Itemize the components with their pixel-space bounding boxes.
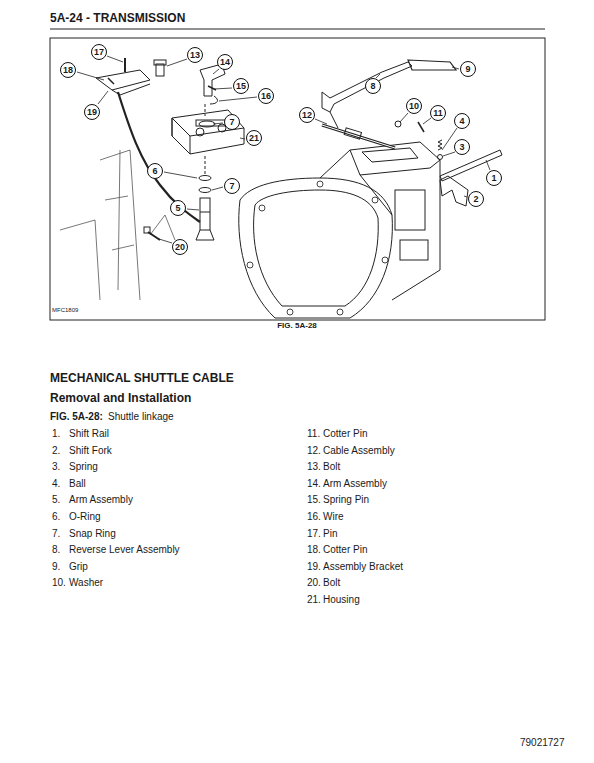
part-number: 7. xyxy=(52,528,60,539)
transmission-case xyxy=(239,142,440,318)
header-rule xyxy=(50,28,545,29)
part-number: 14. xyxy=(307,478,321,489)
callout-number: 7 xyxy=(224,178,240,194)
upper-arm xyxy=(154,60,225,104)
callout-number: 7 xyxy=(224,114,240,130)
part-name: Wire xyxy=(323,511,344,522)
part-number: 9. xyxy=(52,561,60,572)
callout-number: 10 xyxy=(406,98,422,114)
part-number: 21. xyxy=(307,594,321,605)
callout-number: 5 xyxy=(170,200,186,216)
lower-arm xyxy=(196,104,214,240)
section-heading: MECHANICAL SHUTTLE CABLE xyxy=(50,371,234,385)
part-name: Cotter Pin xyxy=(323,544,367,555)
part-number: 12. xyxy=(307,445,321,456)
callout-number: 8 xyxy=(365,78,381,94)
shift-rail-fork xyxy=(438,140,503,206)
callout-number: 18 xyxy=(60,62,76,78)
part-number: 3. xyxy=(52,461,60,472)
part-name: Washer xyxy=(69,577,103,588)
page-header: 5A-24 - TRANSMISSION xyxy=(50,11,185,25)
reverse-lever xyxy=(322,60,456,128)
part-number: 2. xyxy=(52,445,60,456)
part-number: 11. xyxy=(307,428,320,439)
part-name: Arm Assembly xyxy=(323,478,387,489)
part-number: 4. xyxy=(52,478,60,489)
frame-sketch xyxy=(60,150,175,300)
callout-number: 12 xyxy=(299,107,315,123)
figure-frame xyxy=(50,38,545,320)
part-name: Housing xyxy=(323,594,360,605)
callout-number: 15 xyxy=(233,78,249,94)
callout-number: 9 xyxy=(460,61,476,77)
part-name: Reverse Lever Assembly xyxy=(69,544,180,555)
part-number: 6. xyxy=(52,511,60,522)
callout-number: 6 xyxy=(147,163,163,179)
assembly-bracket xyxy=(96,58,150,95)
part-name: Shift Rail xyxy=(69,428,109,439)
part-name: Cotter Pin xyxy=(323,428,367,439)
part-number: 15. xyxy=(307,494,321,505)
part-number: 20. xyxy=(307,577,321,588)
part-number: 18. xyxy=(307,544,321,555)
part-name: Grip xyxy=(69,561,88,572)
part-number: 8. xyxy=(52,544,60,555)
callout-number: 17 xyxy=(91,44,107,60)
page-number: 79021727 xyxy=(520,737,565,748)
part-name: Bolt xyxy=(323,461,340,472)
sub-heading: Removal and Installation xyxy=(50,391,191,405)
callout-number: 21 xyxy=(246,130,262,146)
part-number: 1. xyxy=(52,428,60,439)
part-name: Pin xyxy=(323,528,337,539)
callout-number: 13 xyxy=(187,47,203,63)
shift-housing xyxy=(172,110,244,154)
part-number: 5. xyxy=(52,494,60,505)
callout-number: 2 xyxy=(468,191,484,207)
part-number: 16. xyxy=(307,511,321,522)
callout-number: 14 xyxy=(217,54,233,70)
bolt xyxy=(144,227,160,240)
callout-number: 20 xyxy=(172,239,188,255)
shuttle-cable xyxy=(118,92,200,222)
callout-number: 4 xyxy=(454,113,470,129)
figure-code: MFC1809 xyxy=(52,307,78,313)
callout-number: 19 xyxy=(84,104,100,120)
callout-number: 11 xyxy=(430,105,446,121)
part-name: Spring xyxy=(69,461,98,472)
part-name: Shift Fork xyxy=(69,445,112,456)
figure-number: FIG. 5A-28 xyxy=(277,321,317,330)
part-number: 19. xyxy=(307,561,321,572)
part-number: 10. xyxy=(52,577,66,588)
cable-assembly xyxy=(322,121,424,148)
figure-ref: FIG. 5A-28: xyxy=(50,411,103,422)
part-name: Arm Assembly xyxy=(69,494,133,505)
part-name: O-Ring xyxy=(69,511,101,522)
part-name: Ball xyxy=(69,478,86,489)
part-number: 13. xyxy=(307,461,321,472)
part-number: 17. xyxy=(307,528,321,539)
figure-caption: Shuttle linkage xyxy=(108,411,174,422)
callout-number: 3 xyxy=(454,139,470,155)
callout-number: 1 xyxy=(486,170,502,186)
part-name: Bolt xyxy=(323,577,340,588)
part-name: Snap Ring xyxy=(69,528,116,539)
part-name: Cable Assembly xyxy=(323,445,395,456)
callout-number: 16 xyxy=(258,88,274,104)
part-name: Assembly Bracket xyxy=(323,561,403,572)
leader-lines xyxy=(77,56,490,243)
part-name: Spring Pin xyxy=(323,494,369,505)
